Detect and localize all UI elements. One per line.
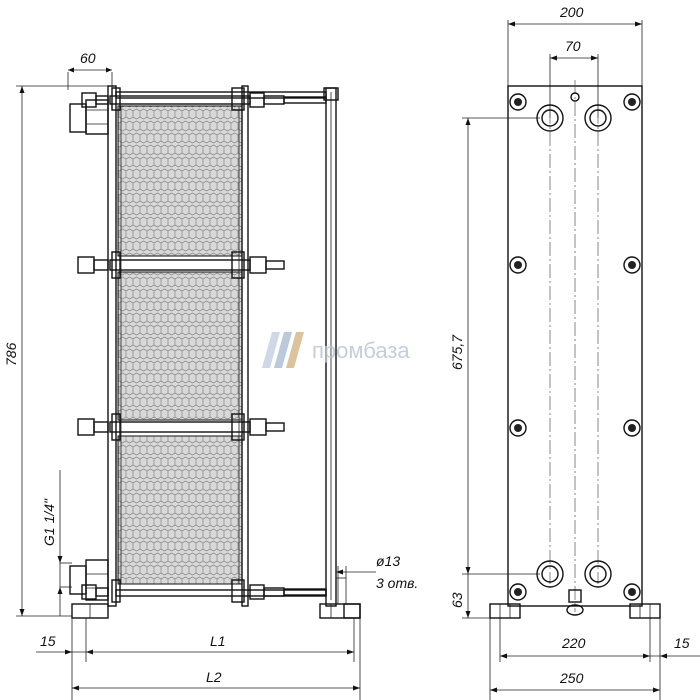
label-side-top-width: 60 [80,50,96,66]
dim-side-top-width: 60 [67,50,113,90]
label-front-port-height: 675,7 [449,334,465,370]
dim-side-thread: G1 1/4" [41,470,72,616]
side-tie-bolt-row-2 [77,251,285,279]
front-port-top-right [584,104,612,132]
dim-side-height: 786 [3,85,110,617]
label-side-hole-diameter: ø13 [376,553,400,569]
dim-front-bottom-offset: 63 [449,574,490,619]
front-port-bottom-right [584,560,612,588]
watermark: промбаза [262,332,410,368]
label-front-bottom-offset: 63 [449,592,465,608]
watermark-logo-icon [262,332,304,368]
label-front-port-spacing: 70 [565,38,581,54]
label-side-length-2: L2 [206,669,222,685]
front-top-hanger [570,92,580,102]
side-tie-bolt-row-3 [77,413,285,441]
side-tie-bolt-row-4 [81,579,327,603]
side-plate-pack [117,105,243,585]
dim-side-hole: ø13 3 отв. [336,553,418,604]
dim-front-port-height: 675,7 [449,117,540,575]
watermark-text: промбаза [312,338,410,363]
label-side-thread: G1 1/4" [41,498,57,546]
side-feet [71,603,361,619]
dim-front-width: 200 [507,4,643,86]
label-side-height: 786 [3,342,19,366]
label-front-total-width: 250 [559,670,584,686]
front-bottom-roller [566,589,584,616]
label-front-width: 200 [559,4,584,20]
side-tie-bolt-row-1 [81,87,327,111]
side-pressure-plate [241,85,249,607]
dim-front-bottom: 220 15 250 [489,618,700,700]
label-side-length-1: L1 [210,633,226,649]
label-side-foot-offset: 15 [40,633,56,649]
side-view: 60 786 G1 1/4" [3,50,418,700]
label-front-foot-offset: 15 [674,635,690,651]
front-view: 200 70 [449,4,700,700]
front-feet [489,603,661,619]
front-bolts [509,93,641,601]
label-front-foot-span: 220 [561,635,586,651]
side-fixed-plate [107,85,117,607]
side-inlet-port-bottom [69,559,109,601]
dim-side-bottom: 15 L1 L2 [36,618,361,700]
side-inlet-port-top [69,99,109,135]
label-side-hole-count: 3 отв. [376,575,418,591]
dim-front-port-spacing: 70 [549,38,599,118]
side-upper-guide-bar [115,91,327,99]
